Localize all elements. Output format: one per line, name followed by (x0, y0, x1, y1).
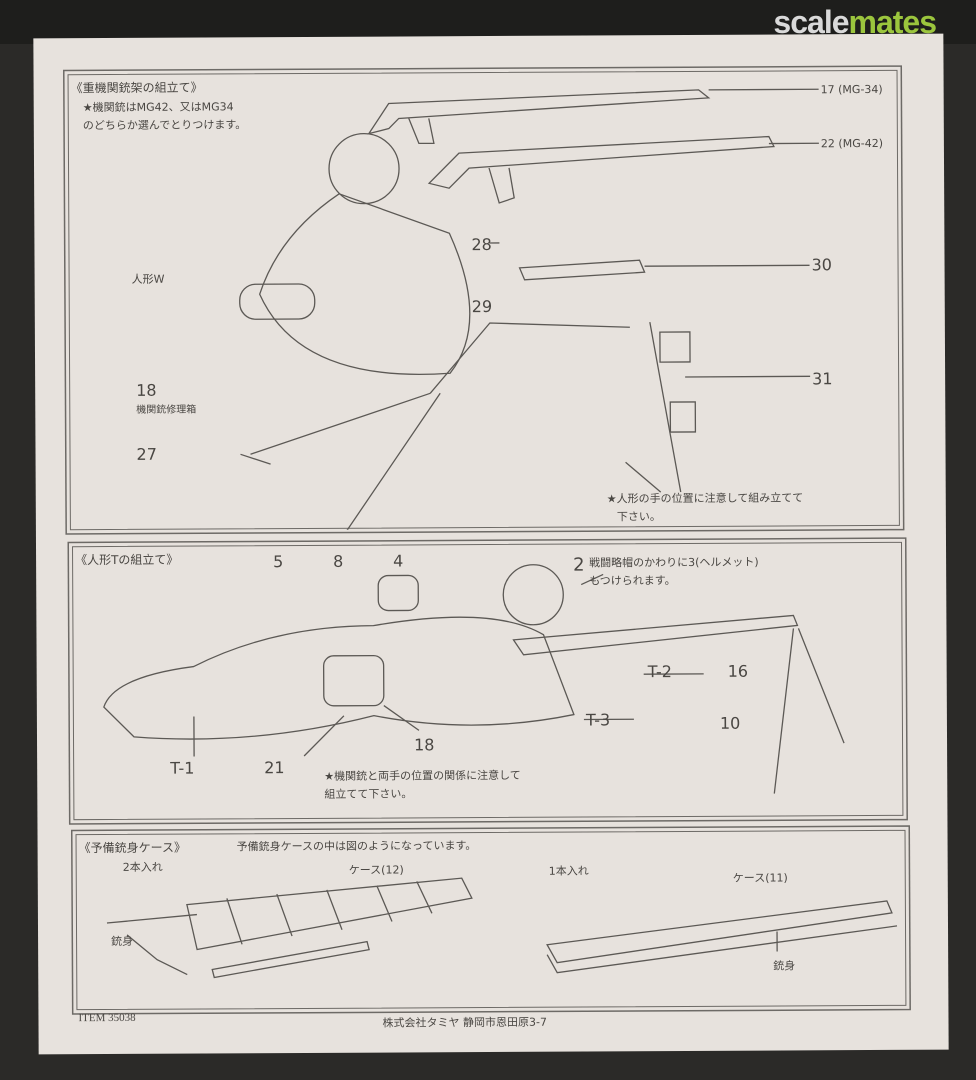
section3-desc: 予備銃身ケースの中は図のようになっています。 (236, 839, 477, 854)
label-29: 29 (471, 296, 493, 317)
label-2: 2 (573, 554, 585, 576)
label-18b: 18 (414, 735, 435, 755)
item-number: ITEM 35038 (78, 1011, 136, 1025)
label-4: 4 (393, 551, 404, 571)
figure-t-illustration (103, 564, 845, 794)
label-30: 30 (811, 255, 832, 275)
section2-title: 《人形Tの組立て》 (75, 552, 179, 568)
label-barrel-left: 銃身 (111, 934, 134, 948)
label-27: 27 (136, 444, 157, 464)
section2-note1: ★機関銃と両手の位置の関係に注意して (324, 768, 521, 783)
label-18-desc: 機関銃修理箱 (136, 404, 197, 416)
barrel-case-illustration (106, 877, 898, 979)
label-two-barrels: 2本入れ (122, 860, 163, 874)
label-10: 10 (719, 713, 741, 733)
section-mount-assembly: 《重機関銃架の組立て》 ★機関銃はMG42、又はMG34 のどちらか選んでとりつ… (67, 69, 900, 532)
label-t1: T-1 (170, 758, 195, 778)
label-2-note1: 戦闘略帽のかわりに3(ヘルメット) (589, 555, 759, 570)
section1-title: 《重機関銃架の組立て》 (70, 80, 203, 96)
label-one-barrel: 1本入れ (548, 864, 589, 878)
label-5: 5 (273, 552, 284, 572)
label-case-11: ケース(11) (732, 871, 788, 885)
label-t3: T-3 (585, 710, 611, 730)
section2-note2: 組立てて下さい。 (324, 787, 413, 801)
mount-illustration (239, 88, 819, 532)
label-18: 18 (136, 380, 157, 400)
company-address: 株式会社タミヤ 静岡市恩田原3-7 (382, 1015, 548, 1030)
label-barrel-right: 銃身 (773, 959, 796, 973)
label-16: 16 (727, 661, 749, 681)
section1-note-line1: ★機関銃はMG42、又はMG34 (82, 100, 234, 115)
label-21: 21 (264, 758, 285, 778)
instruction-sheet: 《重機関銃架の組立て》 ★機関銃はMG42、又はMG34 のどちらか選んでとりつ… (33, 33, 949, 1055)
section-spare-barrel-case: 《予備銃身ケース》 予備銃身ケースの中は図のようになっています。 2本入れ ケー… (75, 829, 907, 1011)
label-22-mg42: 22 (MG-42) (820, 136, 884, 151)
section1-bottom-note2: 下さい。 (616, 510, 661, 524)
label-17-mg34: 17 (MG-34) (820, 82, 883, 97)
section-figure-t-assembly: 《人形Tの組立て》 5 8 4 2 戦闘略帽のかわりに3(ヘルメット) もつけら… (72, 541, 904, 821)
label-31: 31 (812, 369, 833, 389)
label-figure-w: 人形W (131, 272, 165, 286)
label-28: 28 (471, 234, 492, 255)
section1-bottom-note1: ★人形の手の位置に注意して組み立てて (606, 491, 804, 506)
section1-note-line2: のどちらか選んでとりつけます。 (82, 118, 247, 133)
label-2-note2: もつけられます。 (589, 574, 676, 588)
label-case-12: ケース(12) (348, 863, 404, 877)
label-t2: T-2 (647, 662, 672, 682)
section3-title: 《予備銃身ケース》 (78, 840, 187, 856)
label-8: 8 (333, 551, 344, 571)
